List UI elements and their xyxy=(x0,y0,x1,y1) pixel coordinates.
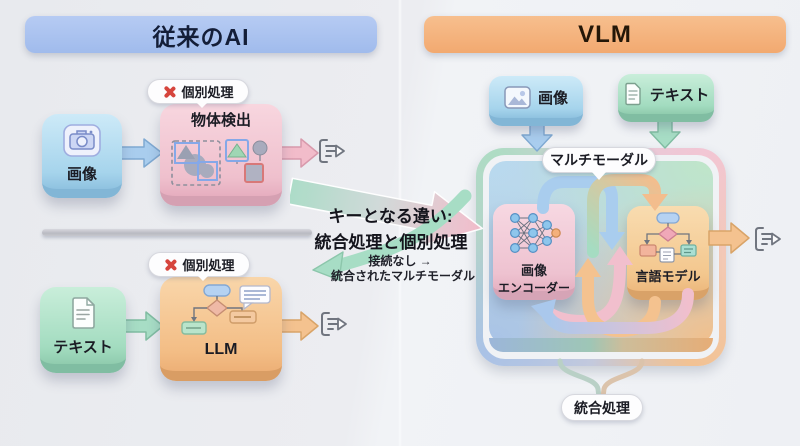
camera-icon xyxy=(63,124,101,157)
swirl-arrow-pink xyxy=(542,258,626,327)
text-input-box: テキスト xyxy=(40,287,126,373)
document-icon xyxy=(623,82,643,106)
x-icon xyxy=(163,258,177,272)
vlm-text-input-label: テキスト xyxy=(649,86,710,104)
funnel-left xyxy=(557,358,602,400)
image-input-box: 画像 xyxy=(42,114,122,198)
arrow-detection-to-output xyxy=(280,137,320,169)
encoder-label-line2: エンコーダー xyxy=(497,281,570,295)
left-panel-header: 従来のAI xyxy=(25,16,377,53)
multimodal-badge-tail xyxy=(592,172,606,187)
neural-network-icon xyxy=(507,210,561,256)
llm-label: LLM xyxy=(204,341,238,358)
language-model-label: 言語モデル xyxy=(635,269,701,284)
picture-icon xyxy=(504,85,531,109)
swirl-arrow-pink-blue xyxy=(541,288,694,334)
image-encoder-box: 画像 エンコーダー xyxy=(493,204,575,300)
output-icon xyxy=(316,136,346,166)
text-input-label: テキスト xyxy=(53,339,113,356)
llm-box: LLM xyxy=(160,277,282,381)
arrow-vlm-output xyxy=(708,222,750,254)
arrow-llm-to-output xyxy=(280,310,320,342)
document-icon xyxy=(68,296,98,330)
flowchart-icon xyxy=(638,212,698,264)
badge-label: 個別処理 xyxy=(181,85,234,100)
unified-arrow xyxy=(303,184,483,288)
vlm-container-base xyxy=(489,338,713,352)
vlm-text-input-chip: テキスト xyxy=(618,74,714,122)
right-panel-header: VLM xyxy=(424,16,786,53)
output-icon xyxy=(318,309,348,339)
multimodal-label: マルチモーダル xyxy=(550,152,648,168)
key-difference-line2: 統合処理と個別処理 xyxy=(314,233,468,252)
object-detection-label: 物体検出 xyxy=(190,112,251,129)
note-line2: 統合されたマルチモーダル xyxy=(330,269,475,283)
swirl-arrow-green-orange xyxy=(587,174,661,258)
individual-processing-badge-2: 個別処理 xyxy=(148,252,250,281)
image-input-label: 画像 xyxy=(66,166,97,183)
encoder-label-line1: 画像 xyxy=(520,263,547,278)
integrated-processing-badge: 統合処理 xyxy=(561,394,643,421)
output-icon xyxy=(752,224,782,254)
vlm-image-input-label: 画像 xyxy=(537,89,568,107)
integrated-processing-label: 統合処理 xyxy=(574,399,630,416)
left-header-label: 従来のAI xyxy=(152,23,250,50)
right-header-label: VLM xyxy=(578,20,632,48)
object-detection-box: 物体検出 xyxy=(160,104,282,206)
individual-processing-badge-1: 個別処理 xyxy=(147,79,249,108)
arrow-image-to-detection xyxy=(120,137,164,169)
detected-objects-icon xyxy=(168,133,274,191)
badge-label: 個別処理 xyxy=(182,258,235,273)
arrow-text-to-llm xyxy=(123,310,165,342)
left-panel-divider xyxy=(42,229,312,236)
funnel-right xyxy=(600,358,645,400)
multimodal-badge: マルチモーダル xyxy=(542,147,656,173)
key-difference-line1: キーとなる違い: xyxy=(328,207,453,226)
multimodal-flow-arrows xyxy=(450,140,780,420)
note-line1: 接続なし → xyxy=(368,254,432,268)
vlm-image-input-chip: 画像 xyxy=(489,76,583,126)
flowchart-icon xyxy=(168,284,274,338)
x-icon xyxy=(162,85,176,99)
arrow-text-down xyxy=(648,119,682,149)
language-model-box: 言語モデル xyxy=(627,206,709,300)
